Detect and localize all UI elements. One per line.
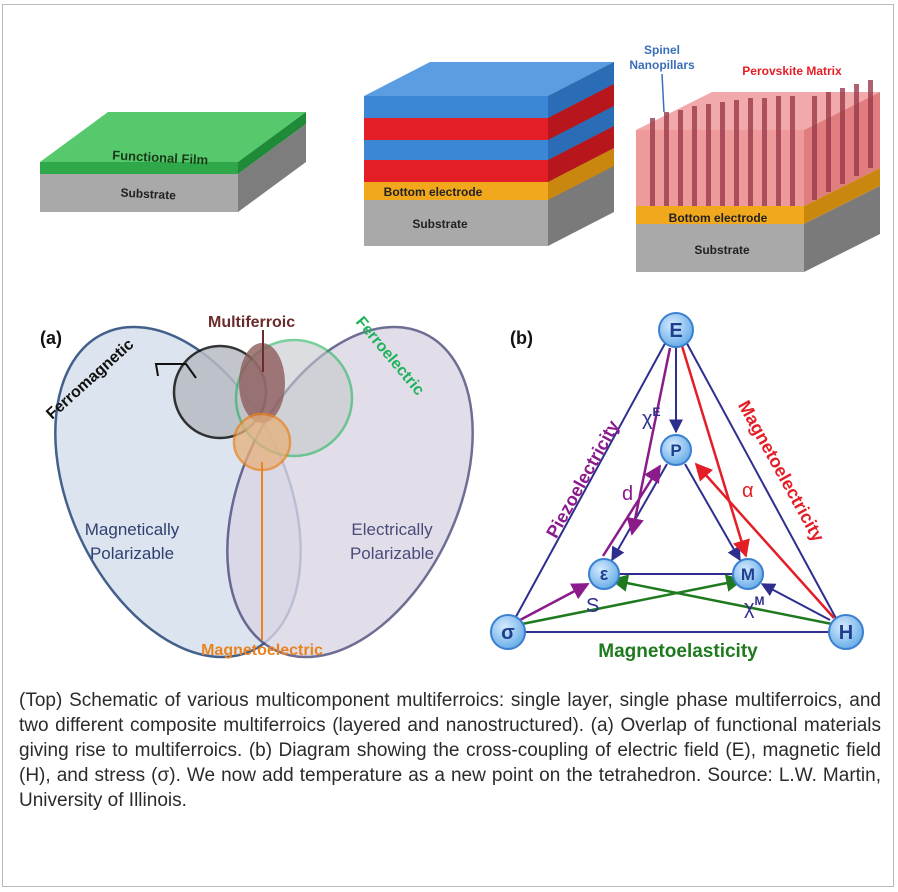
panel-a-tag: (a) bbox=[40, 328, 62, 348]
coef-d: d bbox=[622, 483, 633, 505]
edge-P-epsilon bbox=[611, 463, 668, 562]
electrically-label-1: Electrically bbox=[351, 520, 433, 539]
node-M-label: M bbox=[741, 565, 755, 584]
edge-sigma-epsilon bbox=[519, 582, 590, 622]
figure-caption: (Top) Schematic of various multicomponen… bbox=[19, 688, 881, 813]
arrow-chiM bbox=[521, 574, 744, 626]
node-sigma bbox=[490, 614, 526, 650]
spinel-label-2: Nanopillars bbox=[629, 58, 695, 72]
label-piezoelectricity: Piezoelectricity bbox=[542, 417, 623, 541]
multiferroic-region bbox=[239, 343, 285, 423]
substrate-side-3 bbox=[804, 186, 880, 272]
panel-a: (a) Ferromagnetic Multiferroic Ferroelec… bbox=[40, 314, 474, 659]
ferromagnetic-pointer bbox=[154, 363, 197, 379]
coef-chiM: χM bbox=[744, 594, 765, 619]
node-P bbox=[660, 434, 692, 466]
magnetically-label-2: Polarizable bbox=[90, 544, 174, 563]
electrically-label-2: Polarizable bbox=[350, 544, 434, 563]
edge-P-M bbox=[684, 463, 741, 562]
substrate-side-face bbox=[238, 124, 306, 212]
stack2-side-blue bbox=[548, 62, 614, 118]
substrate-front bbox=[364, 200, 548, 246]
node-epsilon-label: ε bbox=[600, 564, 609, 584]
film-front-face bbox=[40, 162, 238, 174]
edge-H-M bbox=[760, 583, 831, 621]
magnetoelectric-circle bbox=[232, 412, 292, 472]
spinel-pointer bbox=[661, 73, 665, 113]
node-E bbox=[658, 312, 694, 348]
coef-chiE: χE bbox=[642, 405, 661, 430]
spinel-label-1: Spinel bbox=[644, 43, 680, 57]
node-sigma-label: σ bbox=[501, 622, 515, 644]
layer-blue-1 bbox=[364, 96, 548, 118]
electrode-front-3 bbox=[636, 206, 804, 224]
substrate-label-3: Substrate bbox=[694, 243, 750, 257]
node-H-label: H bbox=[839, 622, 853, 644]
label-magnetoelasticity: Magnetoelasticity bbox=[598, 641, 758, 662]
layer-red-1 bbox=[364, 118, 548, 140]
substrate-label-2: Substrate bbox=[412, 217, 468, 231]
functional-film-label: Functional Film bbox=[112, 148, 209, 168]
arrow-E-M bbox=[680, 345, 750, 558]
caption-source: Source: L.W. Martin, University of Illin… bbox=[19, 765, 881, 811]
caption-text: (Top) Schematic of various multicomponen… bbox=[19, 690, 881, 786]
magnetoelectric-label: Magnetoelectric bbox=[201, 642, 323, 659]
arrow-d bbox=[601, 464, 662, 557]
layer-top-face bbox=[364, 62, 614, 96]
stack2-side-red2 bbox=[548, 126, 614, 182]
stack-nanostructured: Spinel Nanopillars Perovskite Matrix Bot… bbox=[629, 43, 880, 272]
bottom-electrode-label: Bottom electrode bbox=[384, 185, 483, 199]
figure-graphic: Functional Film Substrate Bottom electro… bbox=[40, 43, 880, 662]
node-M bbox=[732, 558, 764, 590]
substrate-front-face bbox=[40, 174, 238, 212]
film-side-face bbox=[238, 112, 306, 174]
node-H bbox=[828, 614, 864, 650]
figure-frame bbox=[2, 4, 894, 887]
layer-blue-2 bbox=[364, 140, 548, 160]
film-top-face bbox=[40, 112, 306, 162]
electrode-side-3 bbox=[804, 168, 880, 224]
substrate-front-3 bbox=[636, 224, 804, 272]
arrow-S bbox=[610, 574, 833, 626]
node-P-label: P bbox=[670, 441, 681, 460]
stack2-side-orange bbox=[548, 148, 614, 200]
layer-red-2 bbox=[364, 160, 548, 182]
edge-E-sigma bbox=[511, 337, 669, 625]
perovskite-label: Perovskite Matrix bbox=[742, 64, 842, 78]
node-epsilon bbox=[588, 558, 620, 590]
coef-alpha: α bbox=[742, 480, 754, 502]
node-E-label: E bbox=[669, 320, 682, 342]
nanopillars bbox=[650, 80, 873, 206]
stack-layered: Bottom electrode Substrate bbox=[364, 62, 614, 246]
edge-E-H bbox=[683, 337, 839, 623]
bottom-electrode-label-3: Bottom electrode bbox=[669, 211, 768, 225]
electrode-front bbox=[364, 182, 548, 200]
coef-S: S bbox=[586, 595, 599, 617]
stack2-side-blue2 bbox=[548, 106, 614, 160]
stack-single-layer: Functional Film Substrate bbox=[40, 112, 306, 212]
panel-b: (b) E P ε M σ H χE d α bbox=[490, 312, 864, 662]
substrate-label: Substrate bbox=[120, 186, 176, 203]
stack2-side-red bbox=[548, 84, 614, 140]
panel-b-tag: (b) bbox=[510, 328, 533, 348]
arrow-alpha bbox=[694, 462, 835, 619]
multiferroic-label: Multiferroic bbox=[208, 314, 295, 331]
arrow-chiE bbox=[626, 347, 672, 536]
magnetically-label-1: Magnetically bbox=[85, 520, 180, 539]
